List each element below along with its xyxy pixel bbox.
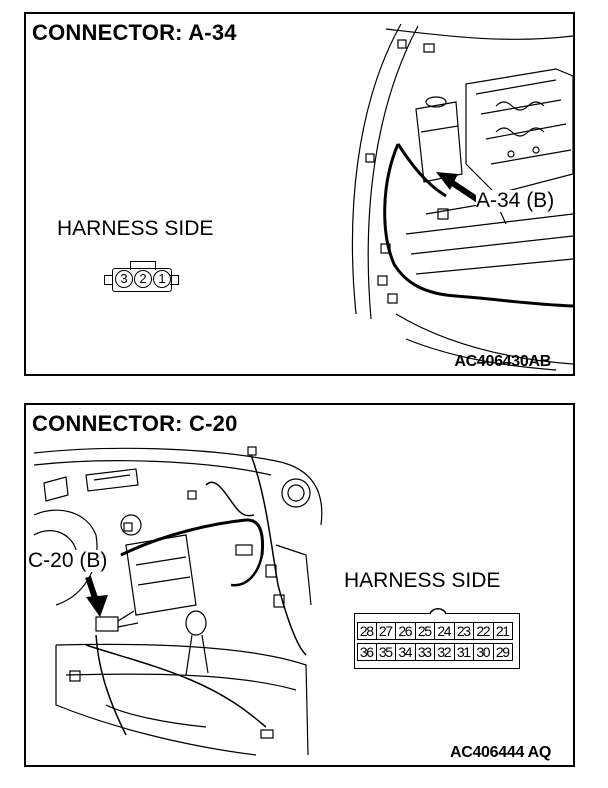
connector-a34-panel: CONNECTOR: A-34 HARNESS SIDE 3 2 1 A-34 …	[24, 12, 575, 376]
engine-bay-illustration	[351, 23, 573, 371]
pin-23: 23	[454, 622, 474, 640]
pin-32: 32	[435, 643, 455, 661]
pin-33: 33	[415, 643, 435, 661]
connector-callout-label: C-20 (B)	[28, 549, 108, 572]
pin-24: 24	[435, 622, 455, 640]
pin-28: 28	[357, 622, 377, 640]
dashboard-illustration	[33, 446, 323, 756]
pin-row-top: 28 27 26 25 24 23 22 21	[357, 622, 513, 640]
connector-c20-face: 28 27 26 25 24 23 22 21 36 35 34 33 32 3…	[354, 608, 522, 671]
pin-3: 3	[115, 270, 133, 288]
panel-title: CONNECTOR: A-34	[32, 20, 237, 45]
pin-27: 27	[376, 622, 396, 640]
pin-22: 22	[474, 622, 494, 640]
pin-1: 1	[153, 270, 171, 288]
panel-title: CONNECTOR: C-20	[32, 411, 238, 436]
pin-36: 36	[357, 643, 377, 661]
pin-2: 2	[134, 270, 152, 288]
figure-code: AC406444 AQ	[449, 744, 551, 761]
figure-code: AC406430AB	[454, 353, 551, 370]
harness-side-label: HARNESS SIDE	[344, 569, 501, 592]
connector-c20-panel: CONNECTOR: C-20 C-20 (B) HARNESS SIDE 28…	[24, 403, 575, 767]
pin-30: 30	[474, 643, 494, 661]
pin-29: 29	[493, 643, 513, 661]
harness-side-label: HARNESS SIDE	[57, 217, 214, 240]
connector-a34-face: 3 2 1	[104, 261, 184, 292]
pin-25: 25	[415, 622, 435, 640]
pin-34: 34	[396, 643, 416, 661]
pin-21: 21	[493, 622, 513, 640]
pin-31: 31	[454, 643, 474, 661]
pin-row-bottom: 36 35 34 33 32 31 30 29	[357, 643, 513, 661]
connector-callout-label: A-34 (B)	[476, 189, 555, 212]
pin-26: 26	[396, 622, 416, 640]
connector-latch	[429, 608, 447, 615]
pin-35: 35	[376, 643, 396, 661]
